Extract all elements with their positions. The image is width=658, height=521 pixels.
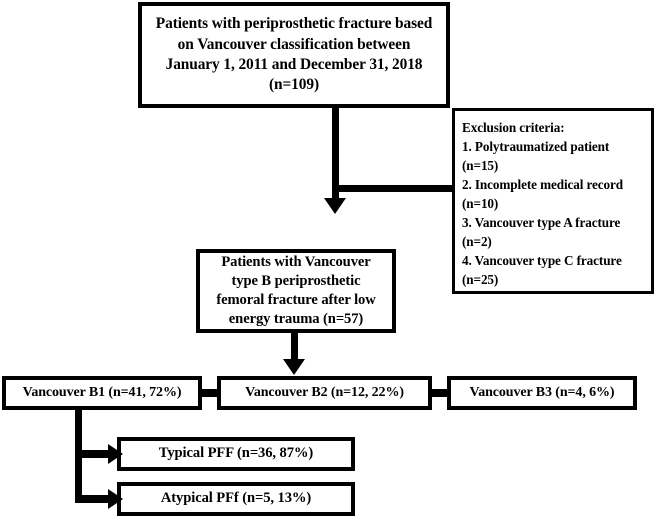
connector-b2-to-b3-line bbox=[431, 389, 449, 397]
connector-cohort-to-type-b-line bbox=[332, 108, 339, 202]
node-exclusion-criteria: Exclusion criteria: 1. Polytraumatized p… bbox=[452, 108, 654, 294]
arrowhead-cohort-to-type-b-icon bbox=[324, 198, 346, 214]
node-vancouver-b2-label: Vancouver B2 (n=12, 22%) bbox=[245, 384, 404, 400]
connector-type-b-to-b2-line bbox=[291, 333, 298, 363]
node-vancouver-b3-label: Vancouver B3 (n=4, 6%) bbox=[469, 384, 615, 400]
node-vancouver-type-b-label: Patients with Vancouver type B periprost… bbox=[216, 253, 376, 328]
node-typical-pff-label: Typical PFF (n=36, 87%) bbox=[158, 445, 314, 462]
node-typical-pff: Typical PFF (n=36, 87%) bbox=[117, 437, 355, 471]
node-atypical-pff-label: Atypical PFf (n=5, 13%) bbox=[160, 490, 312, 507]
connector-cohort-to-exclusion-line bbox=[332, 185, 454, 192]
node-cohort-total-fractures: Patients with periprosthetic fracture ba… bbox=[138, 2, 450, 108]
arrowhead-b1-to-atypical-icon bbox=[108, 489, 123, 509]
node-vancouver-b1: Vancouver B1 (n=41, 72%) bbox=[2, 376, 202, 410]
arrowhead-b1-to-typical-icon bbox=[108, 444, 123, 464]
connector-b1-to-typical-line bbox=[75, 450, 117, 458]
node-cohort-label: Patients with periprosthetic fracture ba… bbox=[155, 15, 433, 94]
connector-b1-to-atypical-line bbox=[75, 495, 117, 503]
node-exclusion-label: Exclusion criteria: 1. Polytraumatized p… bbox=[462, 120, 624, 287]
arrowhead-type-b-to-b2-icon bbox=[283, 359, 305, 375]
node-atypical-pff: Atypical PFf (n=5, 13%) bbox=[117, 482, 355, 516]
node-vancouver-type-b-cohort: Patients with Vancouver type B periprost… bbox=[196, 249, 396, 333]
connector-b1-to-b2-line bbox=[201, 389, 219, 397]
node-vancouver-b1-label: Vancouver B1 (n=41, 72%) bbox=[22, 384, 182, 400]
node-vancouver-b2: Vancouver B2 (n=12, 22%) bbox=[217, 376, 432, 410]
node-vancouver-b3: Vancouver B3 (n=4, 6%) bbox=[447, 376, 637, 410]
